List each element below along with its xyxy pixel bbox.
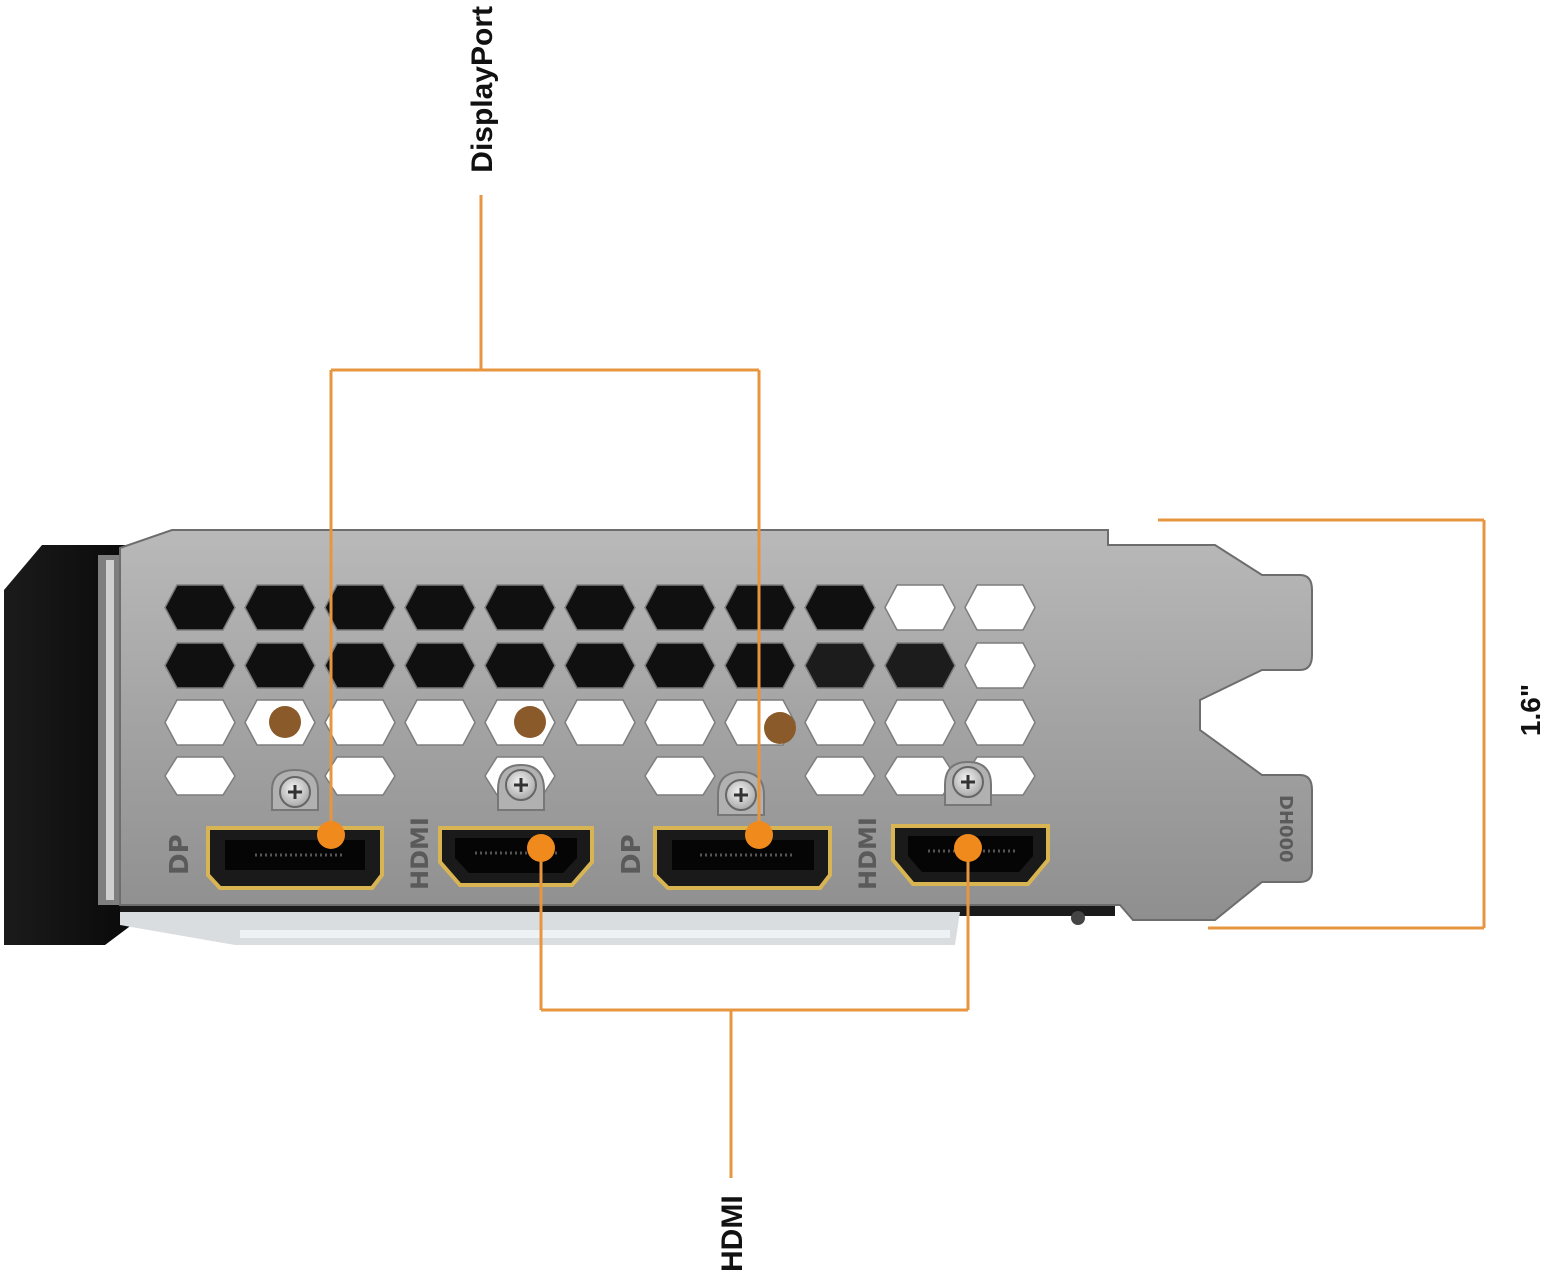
callout-dots [317, 821, 982, 862]
heatpipe [269, 706, 301, 738]
hdmi-callout-dot [527, 834, 555, 862]
vent-cutout [804, 699, 876, 746]
vent-cutout [404, 642, 476, 689]
vent-cutout [884, 699, 956, 746]
displayport-port-2 [653, 826, 832, 890]
bracket-label-hdmi-1: HDMI [406, 817, 434, 890]
vent-cutout [804, 642, 876, 689]
screw-tab-2 [497, 763, 545, 811]
bracket-label-hdmi-2: HDMI [854, 817, 882, 890]
vent-cutout [484, 584, 556, 631]
displayport-callout-dot [745, 821, 773, 849]
screw-tab-1 [271, 768, 319, 811]
bracket-label-dp-2: DP [617, 834, 647, 875]
screw-tab-4 [944, 760, 992, 806]
screw-tab-3 [717, 770, 765, 816]
displayport-callout-dot [317, 821, 345, 849]
vent-cutout [404, 584, 476, 631]
hdmi-callout-dot [954, 834, 982, 862]
vent-cutout [244, 642, 316, 689]
hdmi-port-1 [438, 826, 594, 887]
bracket-tab-marking: DH000 [1275, 795, 1296, 863]
vent-cutout [564, 584, 636, 631]
vent-cutout [324, 584, 396, 631]
vent-cutout [564, 699, 636, 746]
vent-cutout [484, 642, 556, 689]
heatpipe [514, 706, 546, 738]
heatpipe [764, 712, 796, 744]
vent-cutout [164, 699, 236, 746]
vent-cutout [324, 756, 396, 796]
vent-cutout [964, 642, 1036, 689]
vent-cutout [804, 756, 876, 796]
hdmi-label: HDMI [716, 1195, 749, 1272]
vent-cutout [164, 756, 236, 796]
vent-cutout [164, 642, 236, 689]
vent-grid [164, 584, 1036, 796]
vent-cutout [404, 699, 476, 746]
vent-cutout [324, 642, 396, 689]
vent-cutout [884, 642, 956, 689]
vent-cutout [164, 584, 236, 631]
vent-cutout [644, 642, 716, 689]
displayport-label: DisplayPort [466, 6, 499, 173]
bracket-label-dp-1: DP [165, 834, 195, 875]
vent-cutout [644, 584, 716, 631]
vent-cutout [884, 756, 956, 796]
vent-cutout [804, 584, 876, 631]
height-label: 1.6" [1515, 684, 1546, 736]
vent-cutout [244, 584, 316, 631]
callout-lines [329, 195, 1486, 1178]
vent-cutout [884, 584, 956, 631]
vent-cutout [324, 699, 396, 746]
vent-cutout [564, 642, 636, 689]
vent-cutout [644, 756, 716, 796]
vent-cutout [964, 699, 1036, 746]
vent-cutout [644, 699, 716, 746]
vent-cutout [964, 584, 1036, 631]
displayport-port-1 [206, 826, 384, 890]
